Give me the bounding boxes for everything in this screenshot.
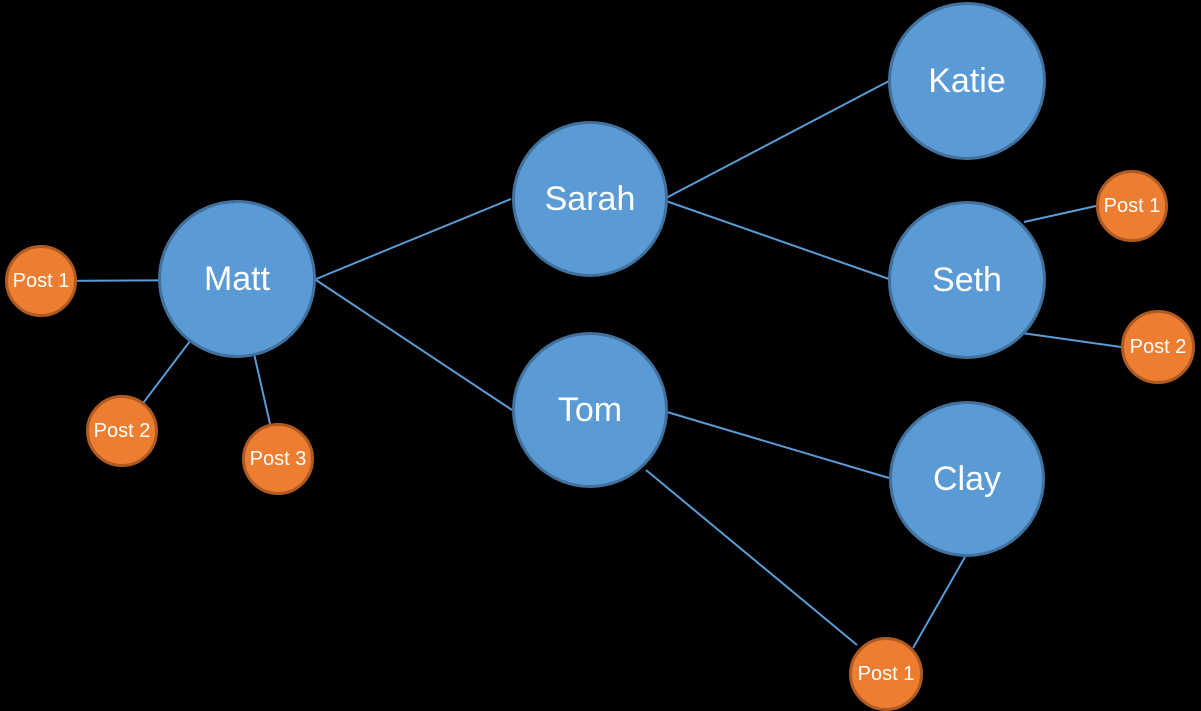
edge-matt-sarah[interactable] <box>315 198 512 280</box>
edge-sarah-katie[interactable] <box>665 80 890 199</box>
node-label: Sarah <box>544 180 636 218</box>
node-label: Tom <box>557 391 623 429</box>
person-node-sarah[interactable]: Sarah <box>512 121 668 277</box>
edge-seth-post2-seth[interactable] <box>1021 332 1122 348</box>
person-node-tom[interactable]: Tom <box>512 332 668 488</box>
post-node-post3-matt[interactable]: Post 3 <box>242 423 314 495</box>
person-node-seth[interactable]: Seth <box>888 201 1046 359</box>
edge-tom-clay[interactable] <box>666 411 890 479</box>
edge-clay-post1-tomclay[interactable] <box>912 556 966 649</box>
node-label: Post 3 <box>249 448 307 470</box>
post-node-post2-matt[interactable]: Post 2 <box>86 395 158 467</box>
post-node-post1-seth[interactable]: Post 1 <box>1096 170 1168 242</box>
edge-sarah-seth[interactable] <box>665 200 890 280</box>
node-label: Matt <box>203 260 271 298</box>
node-label: Post 1 <box>1103 195 1161 217</box>
person-node-katie[interactable]: Katie <box>888 2 1046 160</box>
node-label: Post 1 <box>857 663 915 685</box>
node-label: Post 2 <box>93 420 151 442</box>
node-label: Post 1 <box>12 270 70 292</box>
person-node-clay[interactable]: Clay <box>889 401 1045 557</box>
post-node-post1-tomclay[interactable]: Post 1 <box>849 637 923 711</box>
node-label: Katie <box>928 62 1006 100</box>
edge-seth-post1-seth[interactable] <box>1023 205 1097 223</box>
post-node-post2-seth[interactable]: Post 2 <box>1121 310 1195 384</box>
node-label: Seth <box>932 261 1002 299</box>
node-label: Clay <box>932 460 1002 498</box>
person-node-matt[interactable]: Matt <box>158 200 316 358</box>
edge-matt-tom[interactable] <box>315 279 513 411</box>
node-label: Post 2 <box>1129 336 1187 358</box>
edge-tom-post1-tomclay[interactable] <box>645 469 858 646</box>
post-node-post1-matt[interactable]: Post 1 <box>5 245 77 317</box>
